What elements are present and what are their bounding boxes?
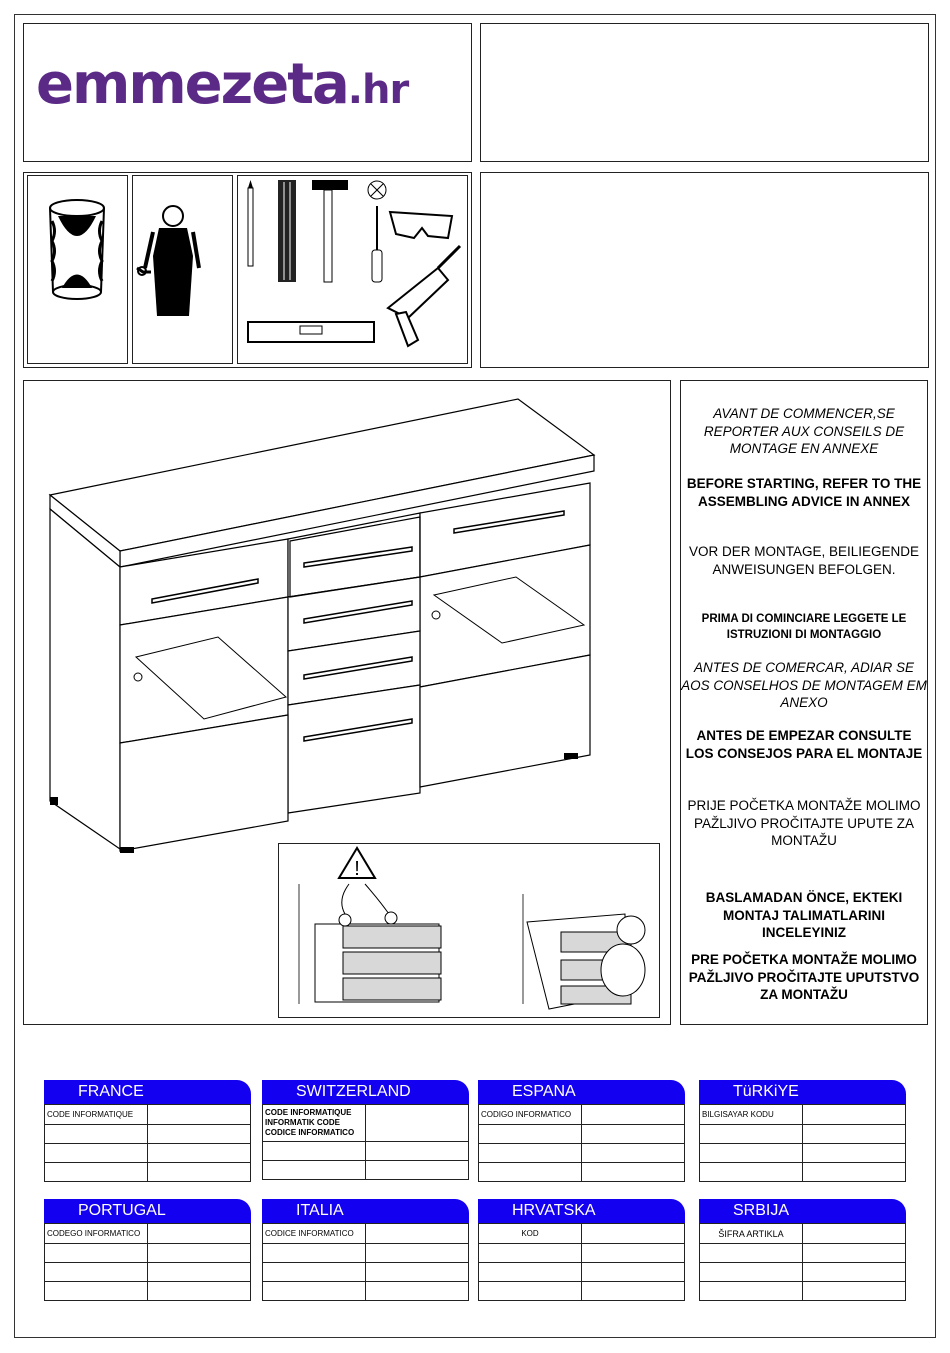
advice-italian: PRIMA DI COMINCIARE LEGGETE LE ISTRUZION… [701, 613, 907, 641]
warning-exclamation: ! [354, 858, 360, 880]
safety-glasses-icon [388, 210, 454, 240]
hammer-icon [312, 180, 348, 283]
pencil-icon [247, 180, 254, 267]
page-frame [14, 14, 936, 1338]
code-label: ŠIFRA ARTIKLA [699, 1223, 803, 1244]
blank-panel-middle [480, 172, 929, 368]
country-table-france: FRANCE CODE INFORMATIQUE [44, 1080, 251, 1182]
country-table-italia: ITALIA CODICE INFORMATICO [262, 1199, 469, 1301]
advice-english: BEFORE STARTING, REFER TO THE ASSEMBLING… [686, 476, 922, 509]
code-value[interactable] [581, 1223, 685, 1244]
blank-panel-top [480, 23, 929, 162]
logo-brand-text: emmezeta [36, 52, 350, 117]
country-name: PORTUGAL [78, 1202, 166, 1219]
country-name: SWITZERLAND [296, 1083, 411, 1100]
advice-turkish: BASLAMADAN ÖNCE, EKTEKI MONTAJ TALIMATLA… [705, 890, 903, 940]
brand-logo: emmezeta.hr [36, 57, 409, 113]
advice-french: AVANT DE COMMENCER,SE REPORTER AUX CONSE… [703, 406, 905, 456]
country-tab: SRBIJA [699, 1199, 906, 1223]
advice-spanish: ANTES DE EMPEZAR CONSULTE LOS CONSEJOS P… [685, 728, 923, 761]
code-label: CODICE INFORMATICO [262, 1223, 366, 1244]
tools-list-panel [237, 175, 468, 364]
code-label: CODE INFORMATIQUE INFORMATIK CODE CODICE… [262, 1104, 366, 1142]
assembly-advice-panel: AVANT DE COMMENCER,SE REPORTER AUX CONSE… [680, 380, 928, 1025]
sideboard-drawing [48, 398, 596, 853]
advice-serbian: PRE POČETKA MONTAŽE MOLIMO PAŽLJIVO PROČ… [688, 952, 920, 1002]
country-tab: HRVATSKA [478, 1199, 685, 1223]
code-value[interactable] [365, 1223, 469, 1244]
code-value[interactable] [147, 1223, 251, 1244]
country-tab: FRANCE [44, 1080, 251, 1104]
country-name: ITALIA [296, 1202, 344, 1219]
code-value[interactable] [365, 1104, 469, 1142]
advice-croatian: PRIJE POČETKA MONTAŽE MOLIMO PAŽLJIVO PR… [687, 798, 921, 848]
assembly-time-icon [49, 199, 105, 300]
warning-icon [337, 846, 377, 879]
code-label: BILGISAYAR KODU [699, 1104, 803, 1125]
country-table-espana: ESPANA CODIGO INFORMATICO [478, 1080, 685, 1182]
code-label: KOD [478, 1223, 582, 1244]
country-table-portugal: PORTUGAL CODEGO INFORMATICO [44, 1199, 251, 1301]
country-tab: PORTUGAL [44, 1199, 251, 1223]
drill-icon [386, 244, 462, 348]
country-table-hrvatska: HRVATSKA KOD [478, 1199, 685, 1301]
furniture-illustration-panel: ! [23, 380, 671, 1025]
country-name: TüRKiYE [733, 1083, 799, 1100]
country-tab: ITALIA [262, 1199, 469, 1223]
code-label: CODE INFORMATIQUE [44, 1104, 148, 1125]
code-value[interactable] [802, 1104, 906, 1125]
tools-illustration [247, 180, 462, 348]
spirit-level-icon [247, 321, 375, 343]
code-label: CODIGO INFORMATICO [478, 1104, 582, 1125]
country-name: HRVATSKA [512, 1202, 596, 1219]
country-tab: TüRKiYE [699, 1080, 906, 1104]
country-tab: SWITZERLAND [262, 1080, 469, 1104]
folding-rule-icon [278, 180, 296, 282]
country-table-srbija: SRBIJA ŠIFRA ARTIKLA [699, 1199, 906, 1301]
advice-portuguese: ANTES DE COMERCAR, ADIAR SE AOS CONSELHO… [681, 660, 927, 710]
logo-panel: emmezeta.hr [23, 23, 472, 162]
country-tab: ESPANA [478, 1080, 685, 1104]
person-panel [132, 175, 233, 364]
person-icon [136, 205, 201, 316]
time-panel [27, 175, 128, 364]
code-value[interactable] [147, 1104, 251, 1125]
logo-tld-text: .hr [347, 67, 409, 113]
code-value[interactable] [802, 1223, 906, 1244]
warning-panel: ! [278, 843, 660, 1018]
no-flat-screwdriver-icon [367, 180, 387, 200]
warning-illustration: ! [298, 846, 646, 1010]
advice-german: VOR DER MONTAGE, BEILIEGENDE ANWEISUNGEN… [688, 544, 920, 577]
screwdriver-icon [371, 206, 383, 283]
country-table-switzerland: SWITZERLAND CODE INFORMATIQUE INFORMATIK… [262, 1080, 469, 1180]
country-table-turkiye: TüRKiYE BILGISAYAR KODU [699, 1080, 906, 1182]
code-value[interactable] [581, 1104, 685, 1125]
country-name: SRBIJA [733, 1202, 790, 1219]
country-name: FRANCE [78, 1083, 144, 1100]
country-name: ESPANA [512, 1083, 576, 1100]
code-label: CODEGO INFORMATICO [44, 1223, 148, 1244]
